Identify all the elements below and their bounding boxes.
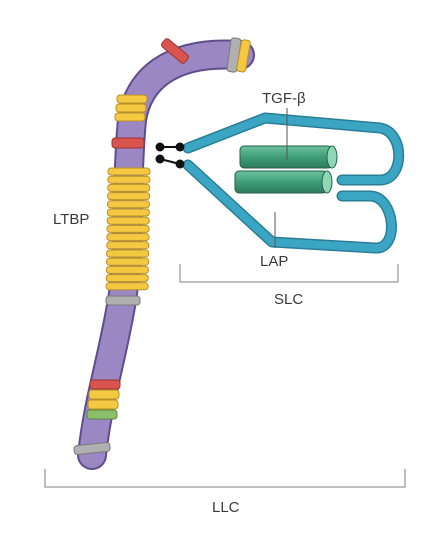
- ltbp-yellow-band: [106, 249, 150, 258]
- ltbp-yellow-band: [107, 183, 151, 192]
- ltbp-label: LTBP: [53, 211, 89, 228]
- ltbp-yellow-band: [106, 257, 150, 266]
- slc-bracket: [179, 264, 399, 283]
- tgf-beta-dimer: [234, 145, 338, 194]
- disulfide-bonds: [155, 142, 185, 169]
- llc-bracket: [44, 469, 406, 488]
- ltbp-yellow-band: [106, 216, 150, 225]
- ltbp-yellow-band: [106, 200, 150, 209]
- ltbp-yellow-band: [106, 208, 150, 217]
- llc-label: LLC: [212, 499, 240, 516]
- ltbp-yellow-band: [105, 265, 149, 274]
- ltbp-domain-bands: [111, 37, 251, 149]
- ltbp-yellow-band: [107, 167, 151, 176]
- ltbp-yellow-band: [105, 274, 149, 283]
- lap-label: LAP: [260, 253, 288, 270]
- ltbp-yellow-band: [106, 241, 150, 250]
- ltbp-yellow-band: [107, 192, 151, 201]
- ltbp-yellow-stack: [105, 167, 151, 291]
- ltbp-lower-bands: [73, 295, 141, 456]
- ltbp-yellow-band: [105, 282, 149, 291]
- ltbp-yellow-band: [107, 175, 151, 184]
- ltbp-yellow-band: [106, 233, 150, 242]
- slc-label: SLC: [274, 291, 303, 308]
- tgf-beta-label: TGF-β: [262, 90, 306, 107]
- lap-chains: [182, 112, 405, 254]
- ltbp-yellow-band: [106, 224, 150, 233]
